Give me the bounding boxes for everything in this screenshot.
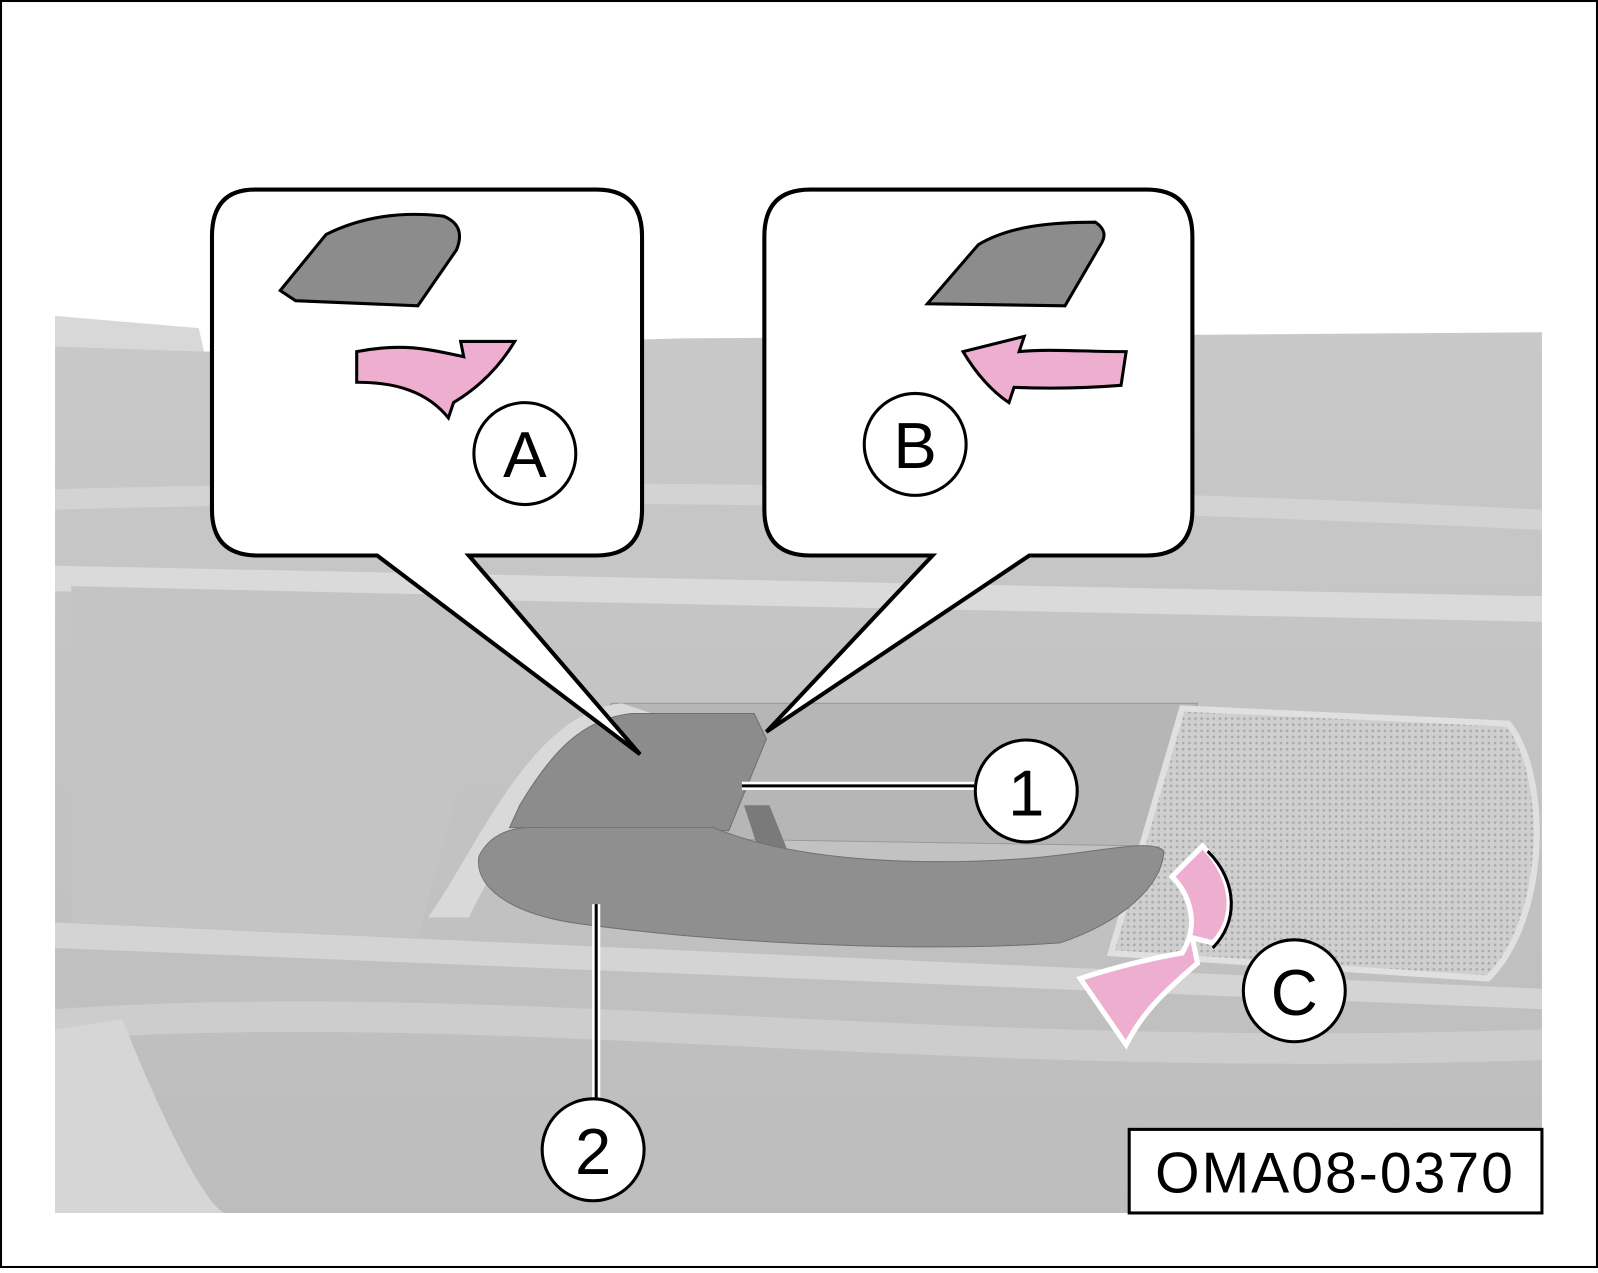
figure-code-box xyxy=(1127,1127,1544,1215)
callout-1: 1 xyxy=(741,738,1079,844)
callout-circle-a xyxy=(472,401,578,507)
lever-open-icon xyxy=(924,220,1106,308)
callout-circle-b xyxy=(862,391,968,497)
speaker-grille xyxy=(1106,705,1540,982)
svg-text:1: 1 xyxy=(1008,756,1044,829)
callout-label-b: B xyxy=(893,409,937,482)
pink-arrow-b-icon xyxy=(960,334,1128,406)
pink-arrow-c-icon xyxy=(1076,842,1233,1050)
callout-2: 2 xyxy=(540,904,646,1203)
figure-code: OMA08-0370 xyxy=(1155,1142,1515,1206)
pink-arrow-a-icon xyxy=(355,339,518,422)
callout-label-c: C xyxy=(1271,956,1318,1029)
callout-label-a: A xyxy=(503,418,547,491)
pull-handle xyxy=(478,826,1165,948)
svg-text:2: 2 xyxy=(575,1115,611,1188)
inset-a: A xyxy=(209,187,645,756)
lever-closed-icon xyxy=(278,212,462,308)
inset-b: B xyxy=(762,187,1195,734)
callout-circle-c xyxy=(1241,938,1347,1044)
